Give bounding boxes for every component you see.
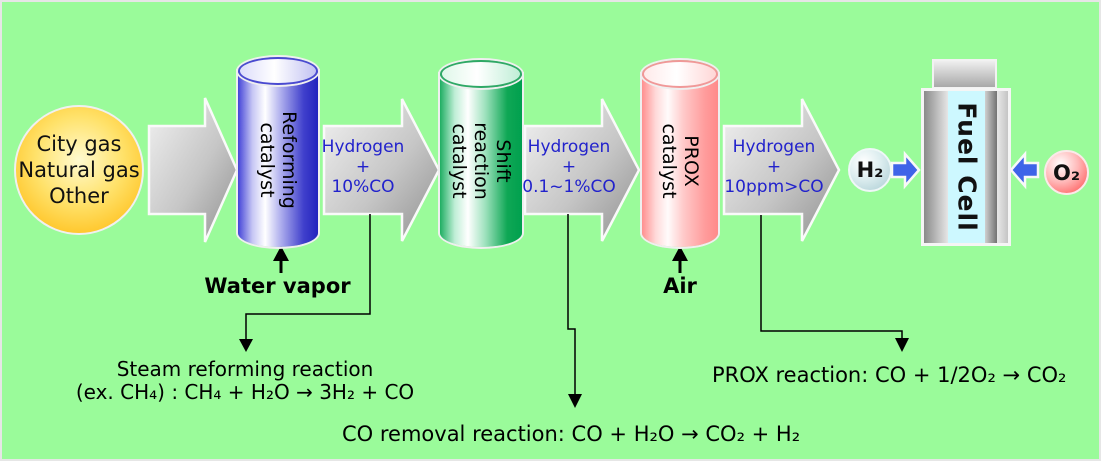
- shift-cylinder-body: [440, 74, 522, 247]
- reforming-catalyst-label: Reforming catalyst: [256, 110, 300, 209]
- o2-circle: O₂: [1044, 150, 1089, 195]
- flow-label-after-shift: Hydrogen + 0.1~1%CO: [509, 137, 629, 197]
- source-gas-circle: City gas Natural gas Other: [14, 105, 144, 235]
- connector-prox-reaction: [760, 215, 909, 352]
- air-arrow: [672, 246, 688, 273]
- reforming-catalyst-cylinder: Reforming catalyst: [238, 57, 318, 247]
- o2-label: O₂: [1052, 160, 1081, 185]
- o2-to-fuelcell-arrow: [1009, 150, 1040, 190]
- flow2-line3: 0.1~1%CO: [522, 177, 616, 197]
- flow1-line1: Hydrogen: [321, 137, 405, 157]
- flow3-line1: Hydrogen: [732, 137, 816, 157]
- prox-reaction: PROX reaction: CO + 1/2O₂ → CO₂: [712, 363, 1067, 387]
- flow1-line2: +: [355, 157, 371, 177]
- flow3-line2: +: [766, 157, 782, 177]
- fuel-cell-body: Fuel Cell: [921, 88, 1011, 246]
- fuel-cell-right-panel: [997, 91, 1008, 243]
- flow-label-after-prox: Hydrogen + 10ppm>CO: [712, 137, 836, 197]
- shift-cylinder-top: [440, 60, 522, 88]
- flow-arrow-reforming-to-shift: [322, 98, 441, 242]
- h2-label: H₂: [856, 158, 884, 182]
- fuel-cell-label: Fuel Cell: [952, 102, 981, 232]
- water-vapor-label: Water vapor: [204, 274, 351, 298]
- prox-catalyst-label: PROX catalyst: [658, 123, 702, 199]
- flow1-line3: 10%CO: [331, 177, 395, 197]
- h2-to-fuelcell-arrow: [890, 150, 921, 190]
- prox-catalyst-cylinder: PROX catalyst: [642, 60, 718, 247]
- flow-arrow-shift-to-prox: [523, 98, 641, 242]
- prox-cylinder-body: [642, 74, 718, 247]
- air-label: Air: [663, 274, 697, 298]
- flow-arrow-prox-to-h2: [722, 98, 841, 242]
- source-line-1: City gas: [36, 132, 122, 156]
- flow-arrow-source-to-reforming: [147, 97, 239, 243]
- flow2-line2: +: [561, 157, 577, 177]
- flow3-line3: 10ppm>CO: [724, 177, 824, 197]
- flow2-line1: Hydrogen: [527, 137, 611, 157]
- source-line-3: Other: [49, 184, 109, 208]
- steam-reforming-reaction: Steam reforming reaction (ex. CH₄) : CH₄…: [50, 358, 440, 404]
- water-vapor-arrow: [273, 246, 289, 273]
- connector-steam-reforming: [239, 214, 371, 352]
- h2-circle: H₂: [848, 148, 892, 192]
- connector-co-removal: [567, 214, 582, 408]
- steam-reaction-equation: (ex. CH₄) : CH₄ + H₂O → 3H₂ + CO: [75, 380, 415, 404]
- prox-cylinder-top: [642, 60, 718, 88]
- fuel-cell-membrane: Fuel Cell: [948, 91, 985, 243]
- fuel-cell-cap: [932, 59, 997, 89]
- co-removal-reaction: CO removal reaction: CO + H₂O → CO₂ + H₂: [342, 422, 801, 446]
- fuel-cell-left-electrode: [924, 91, 948, 243]
- reforming-cylinder-body: [238, 71, 318, 247]
- reforming-cylinder-top: [238, 57, 318, 85]
- shift-catalyst-label: Shift reaction catalyst: [448, 122, 514, 200]
- fuel-cell-right-electrode: [985, 91, 997, 243]
- source-line-2: Natural gas: [18, 158, 140, 182]
- flow-label-after-reforming: Hydrogen + 10%CO: [308, 137, 418, 197]
- steam-reaction-title: Steam reforming reaction: [116, 357, 374, 381]
- shift-catalyst-cylinder: Shift reaction catalyst: [440, 60, 522, 247]
